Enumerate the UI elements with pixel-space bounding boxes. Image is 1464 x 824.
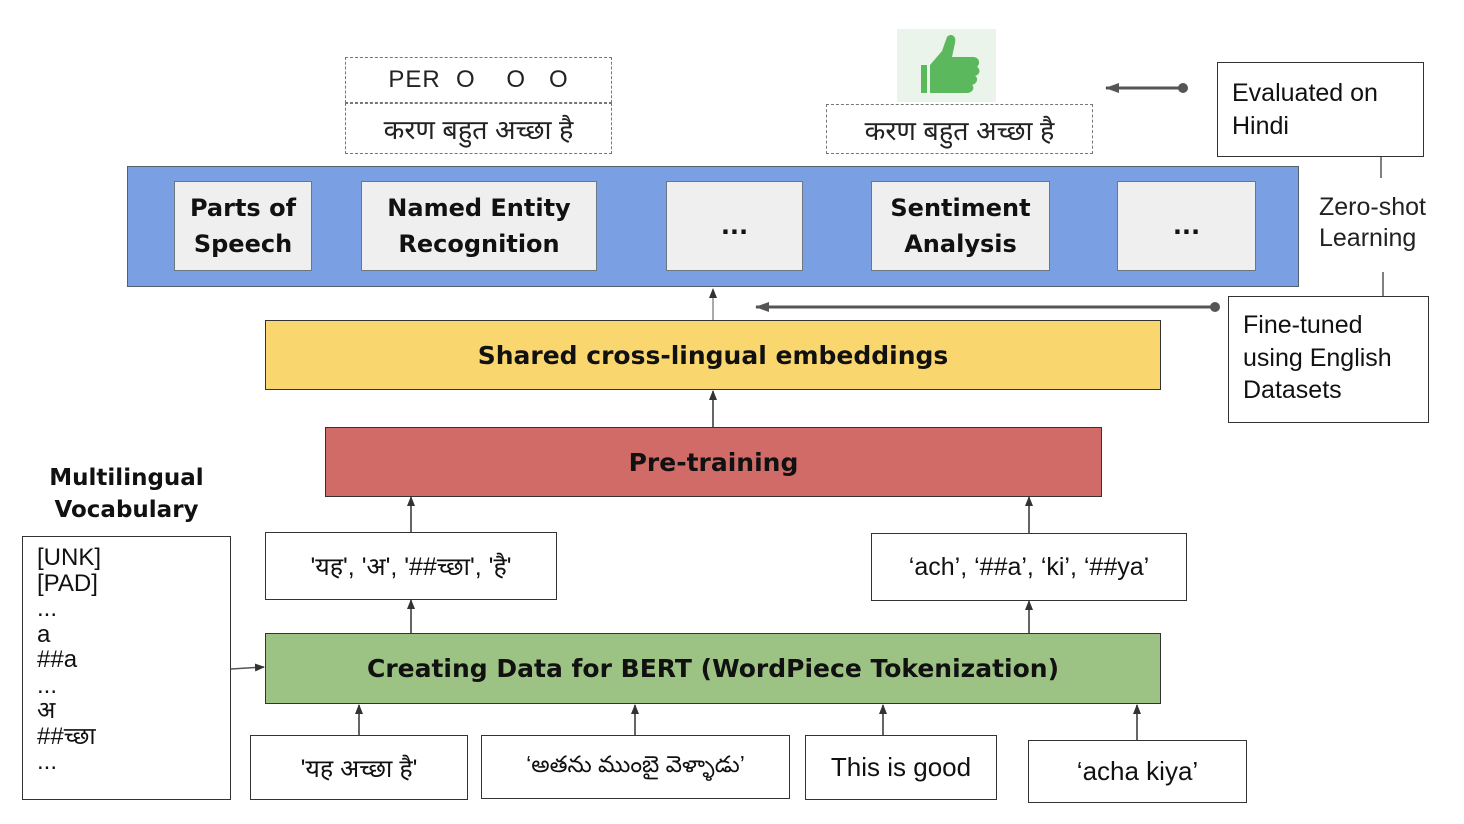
finetuned-note: Fine-tuned using English Datasets xyxy=(1228,296,1429,423)
ner-sentence: करण बहुत अच्छा है xyxy=(383,115,574,145)
evaluated-note: Evaluated on Hindi xyxy=(1217,62,1424,157)
ner-sentence-box: करण बहुत अच्छा है xyxy=(345,103,612,154)
roman-tokens-box: ‘ach’, ‘##a’, ‘ki’, ‘##ya’ xyxy=(871,533,1187,601)
vocab-item: ... xyxy=(37,595,58,622)
task-ner: Named Entity Recognition xyxy=(361,181,597,271)
input-english: This is good xyxy=(805,735,997,800)
sentiment-sentence-box: करण बहुत अच्छा है xyxy=(826,104,1093,154)
vocab-item: ##a xyxy=(37,646,78,673)
ner-tags: PER O O O xyxy=(388,66,569,93)
vocab-item: a xyxy=(37,620,51,648)
sentiment-sentence: करण बहुत अच्छा है xyxy=(864,115,1055,146)
input-hindi: 'यह अच्छा है' xyxy=(250,735,468,800)
task-sentiment: Sentiment Analysis xyxy=(871,181,1050,271)
vocab-item: ##च्छा xyxy=(37,722,96,750)
vocab-item: ... xyxy=(37,671,58,699)
ner-tags-box: PER O O O xyxy=(345,57,612,103)
task-ellipsis-1: ... xyxy=(666,181,803,271)
vocab-item: अ xyxy=(37,697,56,724)
task-pos: Parts of Speech xyxy=(174,181,312,271)
vocab-item: [PAD] xyxy=(37,569,98,597)
input-telugu: ‘అతను ముంబై వెళ్ళాడు’ xyxy=(481,735,790,799)
vocabulary-list: [UNK] [PAD] ... a ##a ... अ ##च्छा ... xyxy=(22,536,231,800)
shared-embeddings-layer: Shared cross-lingual embeddings xyxy=(265,320,1161,390)
arrow-vocab xyxy=(230,663,265,672)
task-ellipsis-2: ... xyxy=(1117,181,1256,271)
zero-shot-label: Zero-shot Learning xyxy=(1319,193,1426,252)
creating-data-layer: Creating Data for BERT (WordPiece Tokeni… xyxy=(265,633,1161,704)
hindi-tokens-box: 'यह', 'अ', '##च्छा', 'है' xyxy=(265,532,557,600)
thumbs-up-icon xyxy=(897,29,996,102)
vocab-item: ... xyxy=(37,748,58,775)
vocabulary-title: Multilingual Vocabulary xyxy=(49,465,204,523)
vocab-item: [UNK] xyxy=(37,544,102,571)
input-romanized: ‘acha kiya’ xyxy=(1028,740,1247,803)
pretraining-layer: Pre-training xyxy=(325,427,1102,497)
